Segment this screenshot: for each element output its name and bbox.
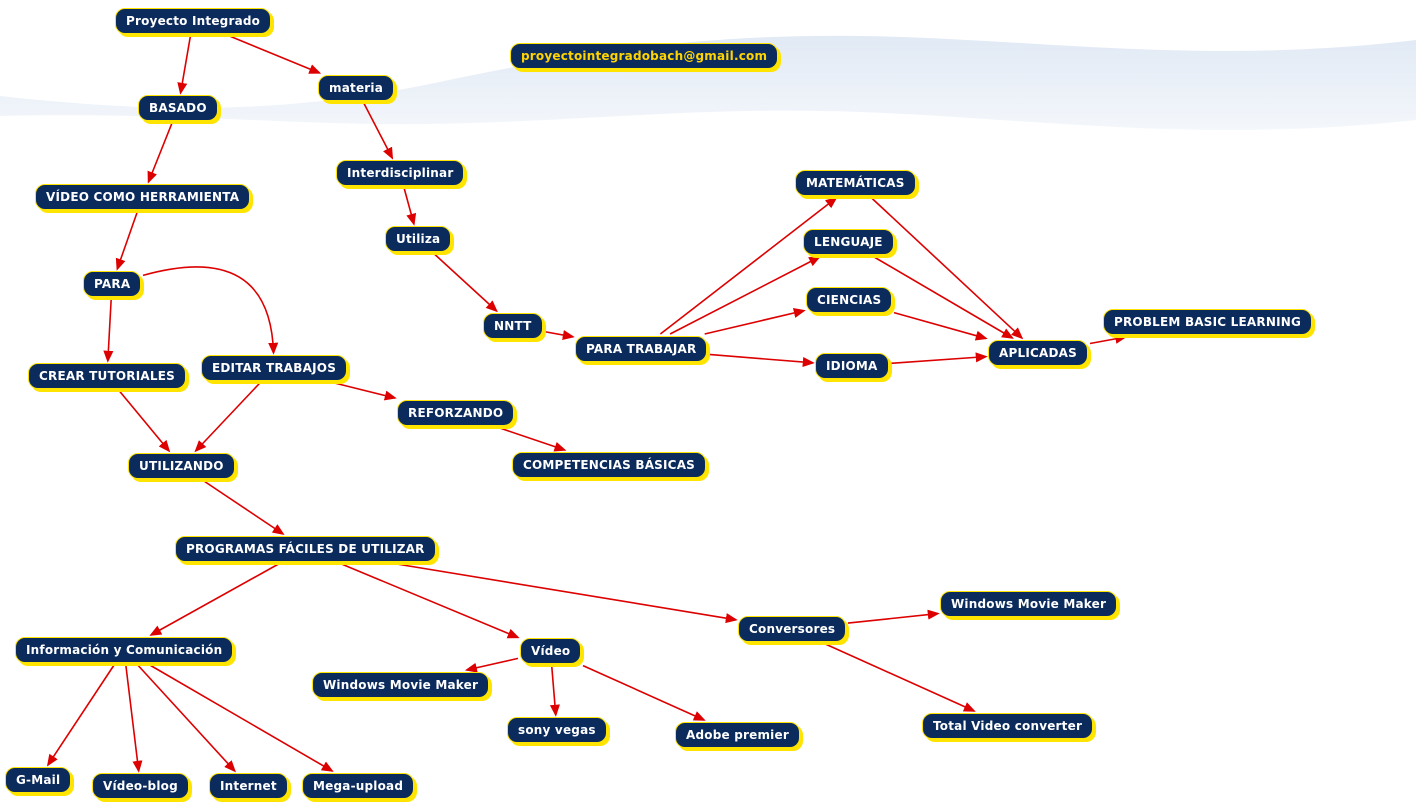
edge-materia-to-interdisciplinar (363, 102, 394, 160)
edge-matematicas-to-aplicadas (871, 197, 1024, 340)
edge-aplicadas-to-problem_basic_learning (1089, 333, 1128, 345)
node-ciencias[interactable]: CIENCIAS (806, 287, 893, 313)
edge-para_trabajar-to-matematicas (659, 196, 838, 335)
node-conversores[interactable]: Conversores (738, 616, 847, 642)
edge-conversores-to-windows_movie_maker_conversores (847, 609, 940, 624)
node-crear-tutoriales[interactable]: CREAR TUTORIALES (28, 363, 186, 389)
node-aplicadas[interactable]: APLICADAS (988, 340, 1088, 366)
edge-programas_faciles-to-conversores (396, 563, 738, 624)
edge-informacion_comunicacion-to-video_blog (125, 664, 143, 773)
node-informacion-y-comunicacion[interactable]: Información y Comunicación (15, 637, 234, 663)
node-nntt[interactable]: NNTT (483, 313, 543, 339)
node-reforzando[interactable]: REFORZANDO (397, 400, 515, 426)
node-utilizando[interactable]: UTILIZANDO (128, 453, 235, 479)
edge-para-to-crear_tutoriales (103, 298, 114, 363)
edge-basado-to-video_como_herramienta (147, 122, 173, 184)
edge-ciencias-to-aplicadas (893, 311, 988, 341)
edge-utilizando-to-programas_faciles (203, 480, 285, 536)
edge-nntt-to-para_trabajar (544, 330, 575, 340)
edge-video-to-windows_movie_maker_video (464, 657, 519, 673)
edge-proyecto_integrado-to-materia (229, 35, 322, 74)
node-utiliza[interactable]: Utiliza (385, 226, 452, 252)
node-lenguaje[interactable]: LENGUAJE (803, 229, 894, 255)
edge-para-to-editar_trabajos (142, 266, 279, 355)
node-proyecto-integrado[interactable]: Proyecto Integrado (115, 8, 272, 34)
edge-interdisciplinar-to-utiliza (403, 187, 417, 226)
edge-video-to-sony_vegas (549, 665, 560, 717)
node-para[interactable]: PARA (83, 271, 142, 297)
node-problem-basic-learning[interactable]: PROBLEM BASIC LEARNING (1103, 309, 1313, 335)
node-video-blog[interactable]: Vídeo-blog (92, 773, 189, 799)
node-total-video-converter[interactable]: Total Video converter (922, 713, 1094, 739)
edge-informacion_comunicacion-to-internet (137, 664, 236, 773)
edge-video_como_herramienta-to-para (115, 211, 138, 271)
edge-utiliza-to-nntt (433, 253, 498, 313)
edge-conversores-to-total_video_converter (824, 643, 976, 712)
node-windows-movie-maker-right[interactable]: Windows Movie Maker (940, 591, 1118, 617)
node-sony-vegas[interactable]: sony vegas (507, 717, 607, 743)
node-idioma[interactable]: IDIOMA (815, 353, 889, 379)
edge-proyecto_integrado-to-basado (177, 35, 192, 95)
node-competencias-basicas[interactable]: COMPETENCIAS BÁSICAS (512, 452, 707, 478)
edge-programas_faciles-to-video (341, 563, 520, 639)
node-para-trabajar[interactable]: PARA TRABAJAR (575, 336, 708, 362)
background-wave (0, 35, 1416, 130)
edge-programas_faciles-to-informacion_comunicacion (149, 563, 279, 636)
node-matematicas[interactable]: MATEMÁTICAS (795, 170, 916, 196)
edge-editar_trabajos-to-utilizando (194, 382, 261, 453)
edge-reforzando-to-competencias_basicas (499, 427, 567, 452)
node-adobe-premier[interactable]: Adobe premier (675, 722, 800, 748)
edge-informacion_comunicacion-to-g_mail (46, 664, 115, 767)
node-mega-upload[interactable]: Mega-upload (302, 773, 415, 799)
edge-informacion_comunicacion-to-mega_upload (149, 664, 334, 772)
node-programas-faciles-de-utilizar[interactable]: PROGRAMAS FÁCILES DE UTILIZAR (175, 536, 436, 562)
node-basado[interactable]: BASADO (138, 95, 218, 121)
edge-para_trabajar-to-ciencias (704, 308, 806, 335)
edge-para_trabajar-to-idioma (708, 353, 815, 368)
node-email[interactable]: proyectointegradobach@gmail.com (510, 43, 779, 69)
node-editar-trabajos[interactable]: EDITAR TRABAJOS (201, 355, 348, 381)
edge-editar_trabajos-to-reforzando (334, 382, 397, 401)
edge-crear_tutoriales-to-utilizando (118, 390, 171, 453)
edge-lenguaje-to-aplicadas (873, 256, 1014, 339)
edge-idioma-to-aplicadas (890, 352, 988, 365)
node-g-mail[interactable]: G-Mail (5, 767, 72, 793)
node-video[interactable]: Vídeo (520, 638, 582, 664)
node-materia[interactable]: materia (318, 75, 395, 101)
edge-video-to-adobe_premier (582, 664, 706, 721)
edge-para_trabajar-to-lenguaje (669, 256, 822, 335)
node-windows-movie-maker-left[interactable]: Windows Movie Maker (312, 672, 490, 698)
node-interdisciplinar[interactable]: Interdisciplinar (336, 160, 465, 186)
node-video-como-herramienta[interactable]: VÍDEO COMO HERRAMIENTA (35, 184, 251, 210)
node-internet[interactable]: Internet (209, 773, 288, 799)
